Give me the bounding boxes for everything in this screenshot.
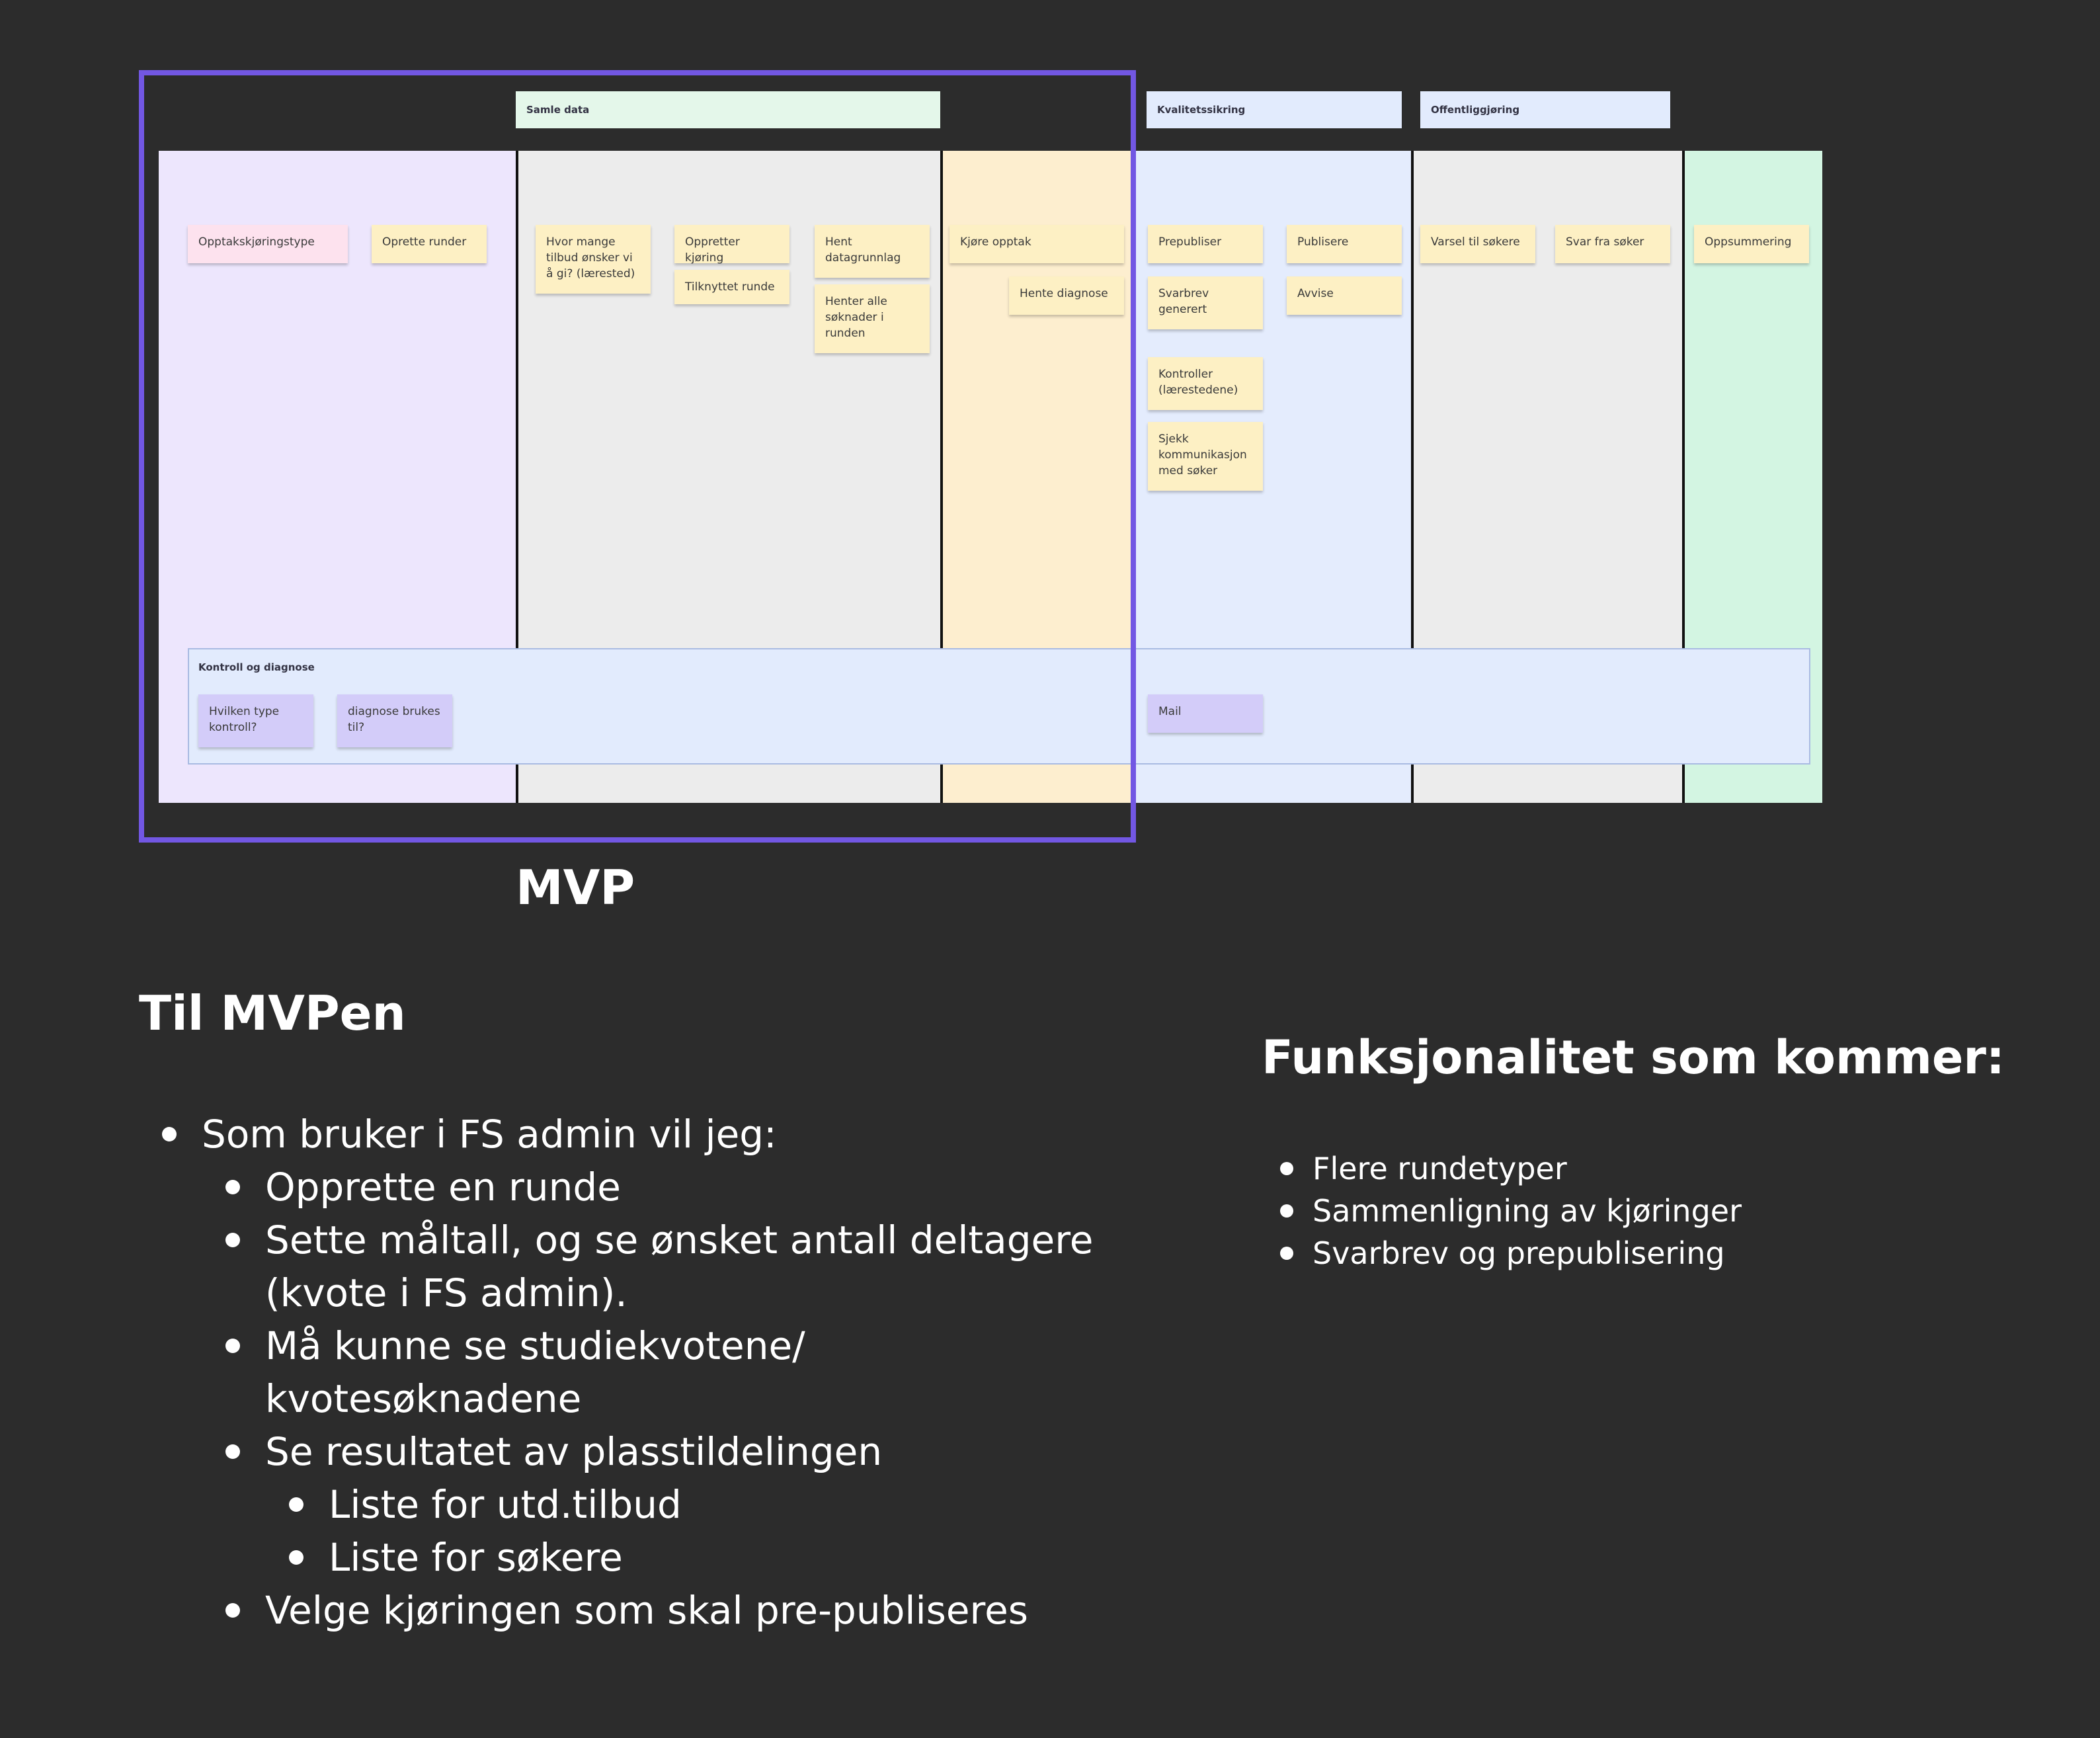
bullet [225, 1603, 240, 1618]
sticky-hente-diagnose[interactable]: Hente diagnose [1009, 276, 1124, 315]
mvp-item: Liste for søkere [329, 1535, 623, 1580]
sticky-hvor-mange-tilbud[interactable]: Hvor mange tilbud ønsker vi å gi? (læres… [536, 225, 651, 294]
mvp-item: Som bruker i FS admin vil jeg: [202, 1112, 777, 1157]
mvp-item: Opprette en runde [265, 1165, 621, 1210]
column-divider [940, 151, 943, 803]
bullet [162, 1127, 177, 1141]
bullet [1280, 1162, 1293, 1175]
sticky-oppretter-kjoring[interactable]: Oppretter kjøring [674, 225, 789, 265]
sticky-sjekk-kommunikasjon[interactable]: Sjekk kommunikasjon med søker [1148, 422, 1263, 491]
sticky-varsel-til-sokere[interactable]: Varsel til søkere [1420, 225, 1535, 263]
future-item: Flere rundetyper [1312, 1151, 1567, 1186]
header-offentliggjoring[interactable]: Offentliggjøring [1420, 91, 1670, 128]
bullet [1280, 1204, 1293, 1218]
mvp-item: Må kunne se studiekvotene/ [265, 1323, 805, 1368]
header-kvalitetssikring[interactable]: Kvalitetssikring [1147, 91, 1402, 128]
mvp-item-continued: kvotesøknadene [265, 1376, 582, 1421]
lane-kontroll-og-diagnose[interactable]: Kontroll og diagnose [188, 648, 1810, 765]
sticky-opptakskjoringstype[interactable]: Opptakskjøringstype [188, 225, 348, 263]
sticky-publisere[interactable]: Publisere [1287, 225, 1402, 263]
bullet [289, 1550, 303, 1565]
sticky-hent-datagrunnlag[interactable]: Hent datagrunnlag [815, 225, 930, 278]
column-divider [1682, 151, 1685, 803]
mvp-frame[interactable] [139, 70, 1136, 843]
lane-title: Kontroll og diagnose [198, 661, 315, 673]
bullet [225, 1444, 240, 1459]
mvp-item: Liste for utd.tilbud [329, 1482, 682, 1527]
sticky-diagnose-brukes[interactable]: diagnose brukes til? [337, 694, 452, 747]
bullet [225, 1233, 240, 1247]
bullet [289, 1497, 303, 1512]
sticky-mail[interactable]: Mail [1148, 694, 1263, 733]
bullet [1280, 1247, 1293, 1260]
sticky-kjore-opptak[interactable]: Kjøre opptak [949, 225, 1124, 263]
sticky-tilknyttet-runde[interactable]: Tilknyttet runde [674, 270, 789, 304]
header-samle-data[interactable]: Samle data [516, 91, 940, 128]
mvp-label: MVP [516, 860, 635, 915]
column-divider [1411, 151, 1414, 803]
future-item: Sammenligning av kjøringer [1312, 1193, 1742, 1229]
mvp-item: Velge kjøringen som skal pre-publiseres [265, 1588, 1029, 1633]
sticky-svarbrev-generert[interactable]: Svarbrev generert [1148, 276, 1263, 329]
sticky-henter-alle-soknader[interactable]: Henter alle søknader i runden [815, 284, 930, 353]
future-item: Svarbrev og prepublisering [1312, 1235, 1725, 1271]
mvp-item: Se resultatet av plasstildelingen [265, 1429, 883, 1474]
sticky-kontroller[interactable]: Kontroller (lærestedene) [1148, 357, 1263, 410]
sticky-avvise[interactable]: Avvise [1287, 276, 1402, 315]
sticky-svar-fra-soker[interactable]: Svar fra søker [1555, 225, 1670, 263]
sticky-prepubliser[interactable]: Prepubliser [1148, 225, 1263, 263]
mvp-item-continued: (kvote i FS admin). [265, 1270, 627, 1315]
sticky-opprette-runder[interactable]: Oprette runder [372, 225, 487, 263]
sticky-oppsummering[interactable]: Oppsummering [1694, 225, 1809, 263]
bullet [225, 1180, 240, 1194]
future-heading: Funksjonalitet som kommer: [1262, 1030, 2005, 1085]
column-divider [516, 151, 518, 803]
mvp-item: Sette måltall, og se ønsket antall delta… [265, 1218, 1094, 1262]
mvp-heading: Til MVPen [139, 985, 406, 1041]
bullet [225, 1339, 240, 1353]
sticky-hvilken-type-kontroll[interactable]: Hvilken type kontroll? [198, 694, 313, 747]
